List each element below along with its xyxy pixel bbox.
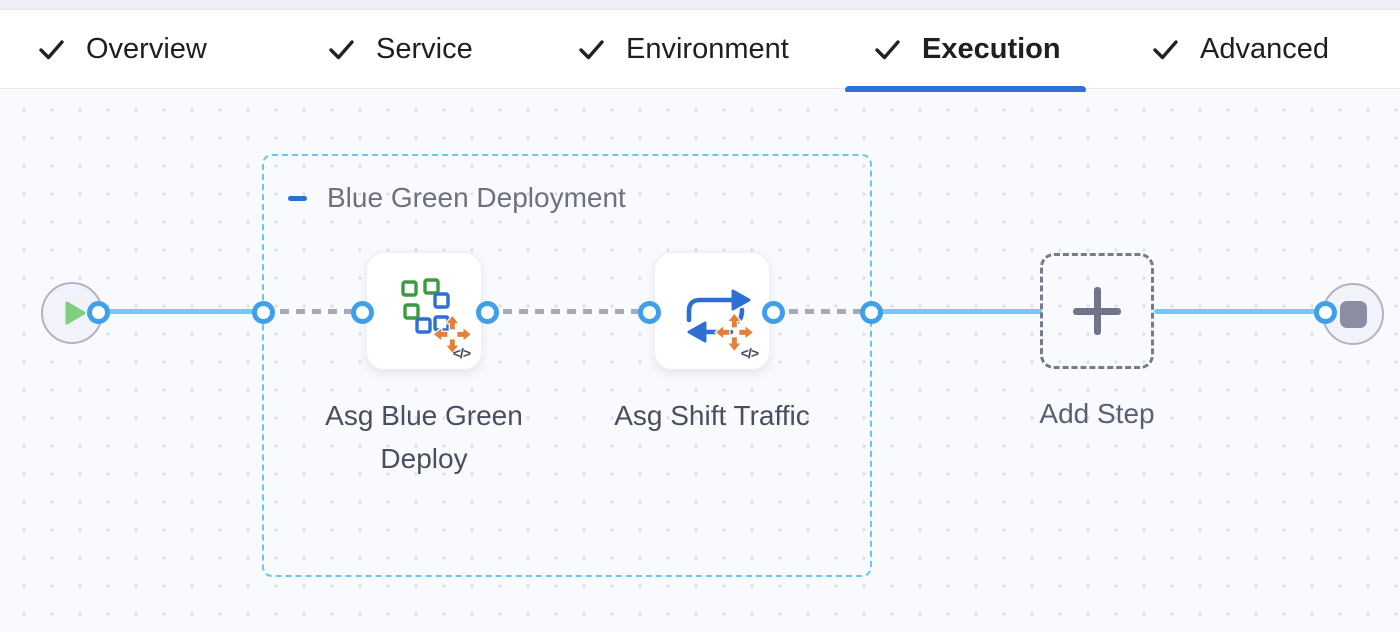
tab-label: Environment (626, 32, 789, 65)
tab-label: Advanced (1200, 32, 1329, 65)
step-name-label: Asg Shift Traffic (614, 400, 810, 431)
collapse-group-icon[interactable] (288, 195, 307, 201)
connector-start-to-group (98, 309, 264, 314)
code-badge-icon: </> (452, 345, 471, 361)
port-group-in[interactable] (252, 301, 275, 324)
tab-label: Service (376, 32, 473, 65)
tab-service[interactable]: Service (328, 10, 473, 88)
check-icon (1152, 39, 1179, 60)
connector-addstep-to-end (1154, 309, 1326, 314)
active-tab-indicator (845, 86, 1086, 92)
code-badge-icon: </> (740, 345, 759, 361)
port-step1-in[interactable] (351, 301, 374, 324)
step-name-label: Asg Blue Green Deploy (325, 400, 523, 474)
port-step2-in[interactable] (638, 301, 661, 324)
connector-groupin-to-step1 (264, 309, 362, 314)
group-label: Blue Green Deployment (327, 182, 626, 213)
group-header: Blue Green Deployment (288, 182, 626, 214)
execution-graph-canvas[interactable]: Blue Green Deployment (0, 90, 1400, 632)
tab-label: Execution (922, 32, 1061, 65)
check-icon (874, 39, 901, 60)
step-group-blue-green-deployment[interactable]: Blue Green Deployment (262, 154, 872, 577)
add-step-label: Add Step (1039, 398, 1155, 429)
connector-step2-to-groupout (773, 309, 871, 314)
stage-config-tabbar: Overview Service Environment Execution A… (0, 10, 1400, 92)
port-step1-out[interactable] (476, 301, 499, 324)
asg-shift-traffic-icon (686, 289, 755, 353)
add-step-button[interactable] (1040, 253, 1154, 369)
tab-overview[interactable]: Overview (38, 10, 207, 88)
connector-step1-to-step2 (487, 309, 649, 314)
stop-icon (1339, 300, 1367, 328)
plus-icon (1073, 287, 1121, 335)
port-group-out[interactable] (860, 301, 883, 324)
tab-environment[interactable]: Environment (578, 10, 789, 88)
play-icon (65, 301, 86, 325)
check-icon (328, 39, 355, 60)
port-step2-out[interactable] (762, 301, 785, 324)
check-icon (38, 39, 65, 60)
port-end-in[interactable] (1314, 301, 1337, 324)
tab-advanced[interactable]: Advanced (1152, 10, 1329, 88)
tab-label: Overview (86, 32, 207, 65)
port-start-out[interactable] (87, 301, 110, 324)
connector-group-to-addstep (871, 309, 1042, 314)
move-arrows-icon (714, 312, 755, 353)
asg-blue-green-deploy-icon (401, 278, 473, 355)
tab-execution[interactable]: Execution (874, 10, 1061, 88)
step-node-asg-blue-green-deploy[interactable]: </> (366, 252, 482, 370)
step-node-asg-shift-traffic[interactable]: </> (654, 252, 770, 370)
move-arrows-icon (432, 314, 473, 355)
window-top-strip (0, 0, 1400, 10)
check-icon (578, 39, 605, 60)
